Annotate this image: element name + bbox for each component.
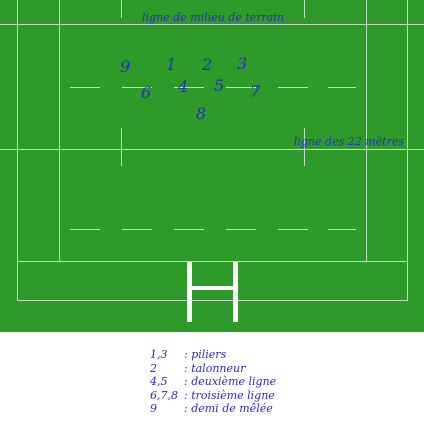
player-number: 2 xyxy=(201,55,212,74)
legend-key: 9 xyxy=(150,402,157,416)
legend-key: 1,3 xyxy=(150,348,168,361)
player-number: 4 xyxy=(177,77,188,96)
legend: 1,3 : piliers 2 : talonneur 4,5 : deuxième … xyxy=(150,348,276,416)
legend-row: 1,3 : piliers xyxy=(150,348,276,362)
goal-crossbar xyxy=(187,286,238,290)
legend-desc: : piliers xyxy=(184,348,227,361)
legend-desc: : troisième ligne xyxy=(184,388,275,402)
goal-posts xyxy=(187,262,238,322)
player-number: 6 xyxy=(141,83,151,102)
player-number: 1 xyxy=(166,55,176,74)
legend-row: 4,5 : deuxième ligne xyxy=(150,375,276,389)
halfway-line-label: ligne de milieu de terrain xyxy=(142,11,284,24)
legend-row: 2 : talonneur xyxy=(150,362,276,376)
player-number: 9 xyxy=(120,57,130,76)
legend-desc: : talonneur xyxy=(184,361,246,375)
legend-desc: : demi de mêlée xyxy=(184,402,273,416)
goal-post-left xyxy=(187,262,192,322)
legend-key: 2 xyxy=(150,361,157,375)
player-number: 5 xyxy=(214,76,224,95)
legend-desc: : deuxième ligne xyxy=(184,375,277,389)
legend-row: 9 : demi de mêlée xyxy=(150,402,276,416)
scrum-formation: 9 1 2 3 6 4 5 7 8 xyxy=(120,54,261,123)
player-number: 8 xyxy=(196,104,206,123)
rugby-field: ligne de milieu de terrain ligne des 22 … xyxy=(0,0,424,332)
player-number: 3 xyxy=(237,54,247,73)
legend-key: 4,5 xyxy=(150,375,168,389)
goal-post-right xyxy=(233,262,238,322)
line-22-label: ligne des 22 mètres xyxy=(294,135,404,148)
legend-key: 6,7,8 xyxy=(150,388,178,402)
field-lines xyxy=(0,0,424,301)
grass xyxy=(0,0,424,332)
legend-row: 6,7,8 : troisième ligne xyxy=(150,389,276,403)
player-number: 7 xyxy=(250,82,261,101)
